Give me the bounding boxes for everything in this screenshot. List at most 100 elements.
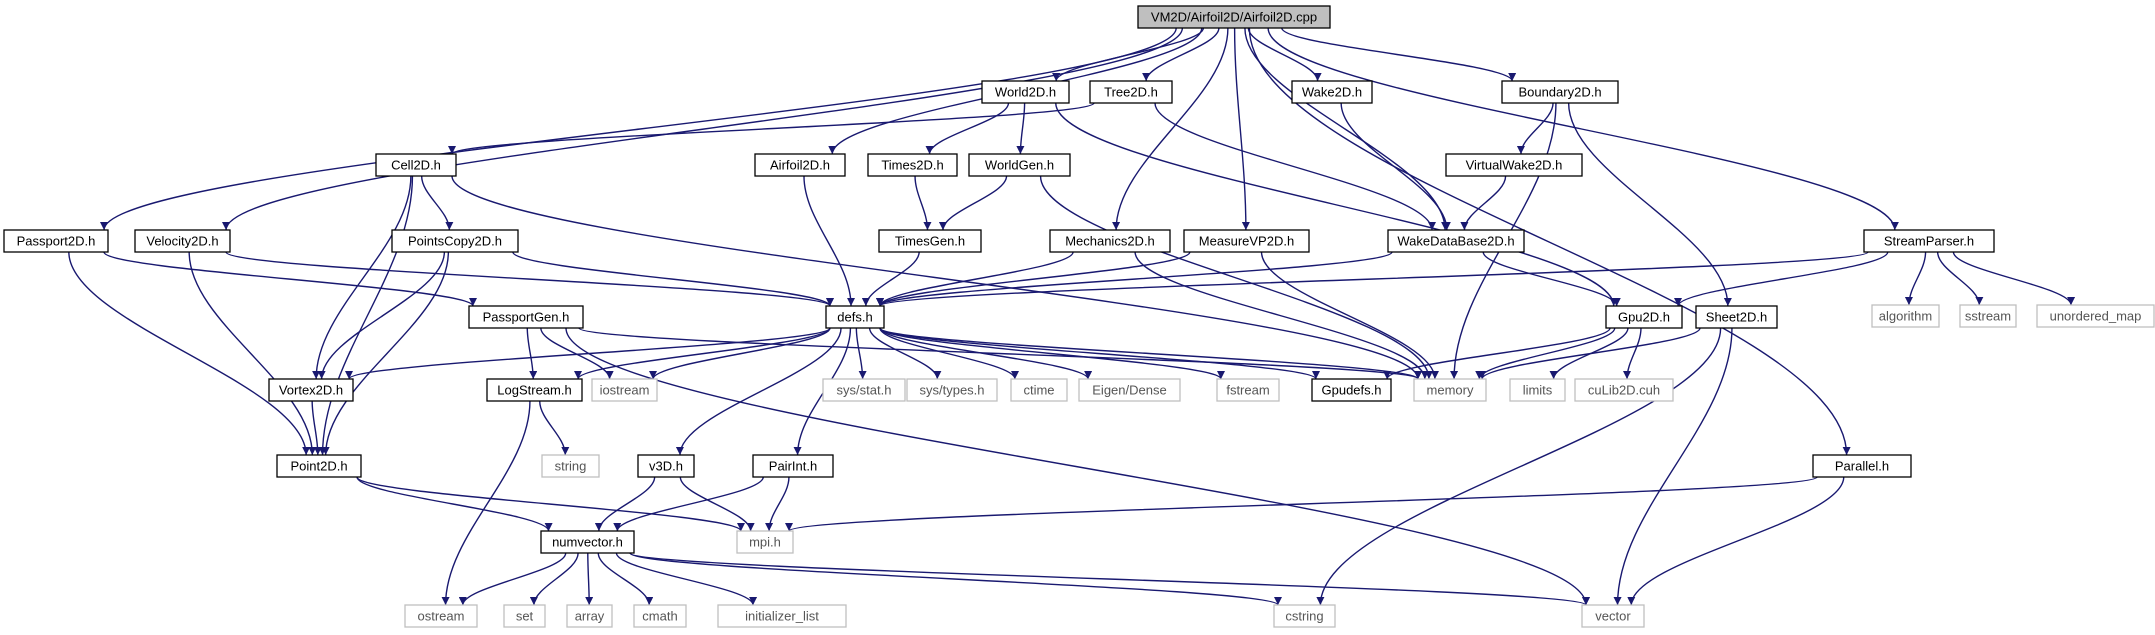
node-world2d-h[interactable]: World2D.h — [981, 80, 1070, 104]
edge-defs-to-vortex2d — [345, 327, 831, 380]
node-gpudefs-h[interactable]: Gpudefs.h — [1311, 378, 1392, 402]
node-label: Eigen/Dense — [1092, 382, 1166, 397]
node-measurevp2d-h[interactable]: MeasureVP2D.h — [1183, 229, 1310, 253]
edge-pairint-to-numvector — [613, 476, 764, 532]
node-box — [825, 305, 885, 329]
node-box — [1183, 229, 1310, 253]
node-box — [867, 153, 958, 177]
node-box — [1049, 229, 1171, 253]
node-wakedatabase2d-h[interactable]: WakeDataBase2D.h — [1387, 229, 1525, 253]
node-box — [566, 604, 613, 628]
edge-passportgen-to-logstream — [526, 327, 538, 380]
node-box — [1574, 378, 1674, 402]
edge-cell2d-to-vortex2d — [312, 175, 412, 380]
node-velocity2d-h[interactable]: Velocity2D.h — [134, 229, 231, 253]
edge-worldgen-to-timesgen — [938, 175, 1008, 231]
node-label: TimesGen.h — [895, 233, 965, 248]
edge-root-to-world2d — [1052, 27, 1205, 82]
node-box — [3, 229, 109, 253]
node-pointscopy2d-h[interactable]: PointsCopy2D.h — [391, 229, 519, 253]
edge-numvector-to-vector — [629, 552, 1590, 606]
edge-root-to-measurevp2d — [1233, 27, 1250, 231]
edge-root-to-boundary2d — [1281, 27, 1517, 82]
edge-cell2d-to-point2d — [318, 175, 414, 456]
edge-root-to-passport2d — [100, 27, 1177, 231]
node-passport2d-h[interactable]: Passport2D.h — [3, 229, 109, 253]
edge-tree2d-to-wakedatabase2d — [1154, 102, 1436, 231]
edge-numvector-to-array — [585, 552, 594, 606]
node-label: mpi.h — [749, 534, 781, 549]
node-defs-h[interactable]: defs.h — [825, 305, 885, 329]
node-timesgen-h[interactable]: TimesGen.h — [878, 229, 982, 253]
node-string: string — [541, 454, 600, 478]
edges — [68, 27, 2076, 606]
edge-root-to-tree2d — [1142, 27, 1220, 82]
node-label: sys/stat.h — [837, 382, 892, 397]
edge-world2d-to-times2d — [925, 102, 1010, 155]
node-box — [878, 229, 982, 253]
node-vortex2d-h[interactable]: Vortex2D.h — [268, 378, 354, 402]
node-algorithm: algorithm — [1871, 304, 1940, 328]
node-v3d-h[interactable]: v3D.h — [637, 454, 695, 478]
node-label: StreamParser.h — [1884, 233, 1974, 248]
node-unordered-map: unordered_map — [2036, 304, 2155, 328]
node-label: Wake2D.h — [1302, 84, 1362, 99]
node-worldgen-h[interactable]: WorldGen.h — [968, 153, 1071, 177]
edge-boundary2d-to-sheet2d — [1567, 102, 1732, 307]
node-label: Boundary2D.h — [1518, 84, 1601, 99]
node-parallel-h[interactable]: Parallel.h — [1812, 454, 1912, 478]
node-box — [1695, 305, 1778, 329]
node-times2d-h[interactable]: Times2D.h — [867, 153, 958, 177]
node-label: Velocity2D.h — [146, 233, 218, 248]
node-label: numvector.h — [552, 534, 623, 549]
node-label: ostream — [418, 608, 465, 623]
node-boundary2d-h[interactable]: Boundary2D.h — [1501, 80, 1619, 104]
node-box — [391, 229, 519, 253]
edge-timesgen-to-defs — [861, 251, 920, 307]
edge-passport2d-to-point2d — [68, 251, 311, 456]
node-wake2d-h[interactable]: Wake2D.h — [1291, 80, 1373, 104]
node-sheet2d-h[interactable]: Sheet2D.h — [1695, 305, 1778, 329]
node-box — [1812, 454, 1912, 478]
edge-root-to-streamparser — [1267, 27, 1899, 231]
node-ctime: ctime — [1010, 378, 1068, 402]
node-label: limits — [1523, 382, 1553, 397]
node-box — [1959, 304, 2017, 328]
node-cstring: cstring — [1273, 604, 1336, 628]
node-label: algorithm — [1879, 308, 1932, 323]
edge-mechanics2d-to-memory — [1134, 251, 1429, 380]
node-passportgen-h[interactable]: PassportGen.h — [468, 305, 584, 329]
node-gpu2d-h[interactable]: Gpu2D.h — [1605, 305, 1683, 329]
node-streamparser-h[interactable]: StreamParser.h — [1863, 229, 1995, 253]
edge-world2d-to-gpu2d — [1055, 102, 1618, 307]
node-box — [736, 530, 794, 554]
edge-tree2d-to-cell2d — [448, 102, 1095, 155]
node-vm2d-airfoil2d-airfoil2d-cpp[interactable]: VM2D/Airfoil2D/Airfoil2D.cpp — [1137, 5, 1331, 29]
node-box — [1501, 80, 1619, 104]
edge-velocity2d-to-point2d — [188, 251, 317, 456]
node-virtualwake2d-h[interactable]: VirtualWake2D.h — [1445, 153, 1583, 177]
node-pairint-h[interactable]: PairInt.h — [752, 454, 834, 478]
node-box — [637, 454, 695, 478]
node-box — [1311, 378, 1392, 402]
node-cell2d-h[interactable]: Cell2D.h — [375, 153, 457, 177]
node-numvector-h[interactable]: numvector.h — [540, 530, 635, 554]
node-box — [540, 530, 635, 554]
edge-root-to-velocity2d — [222, 27, 1184, 231]
node-mechanics2d-h[interactable]: Mechanics2D.h — [1049, 229, 1171, 253]
node-label: Parallel.h — [1835, 458, 1889, 473]
node-limits: limits — [1509, 378, 1566, 402]
node-box — [1581, 604, 1645, 628]
node-box — [1863, 229, 1995, 253]
node-logstream-h[interactable]: LogStream.h — [486, 378, 583, 402]
node-label: defs.h — [837, 309, 872, 324]
node-airfoil2d-h[interactable]: Airfoil2D.h — [754, 153, 846, 177]
edge-virtualwake2d-to-wakedatabase2d — [1460, 175, 1507, 231]
edge-defs-to-systypes — [868, 327, 942, 380]
node-eigen-dense: Eigen/Dense — [1078, 378, 1181, 402]
node-tree2d-h[interactable]: Tree2D.h — [1089, 80, 1173, 104]
edge-v3d-to-numvector — [594, 476, 656, 532]
node-label: Tree2D.h — [1104, 84, 1158, 99]
node-box — [375, 153, 457, 177]
node-point2d-h[interactable]: Point2D.h — [276, 454, 362, 478]
